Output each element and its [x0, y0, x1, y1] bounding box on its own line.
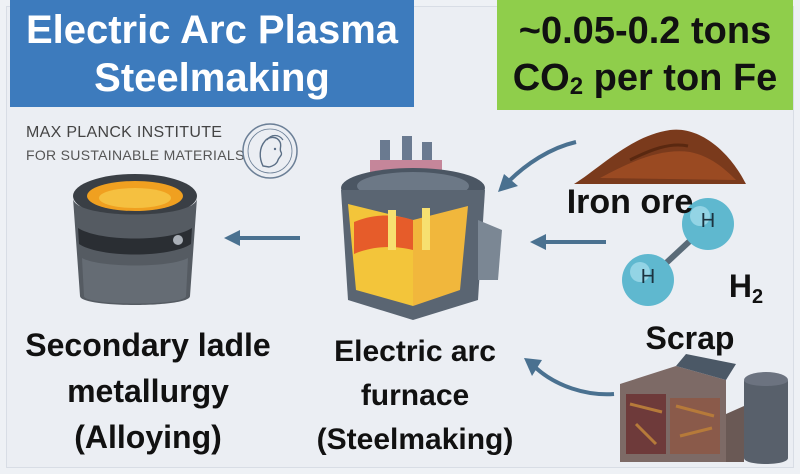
scrap-pile-illustration: [620, 354, 788, 464]
ladle-label-line-3: (Alloying): [74, 419, 222, 455]
arrow-scrap-to-furnace: [524, 358, 615, 397]
ladle-illustration: [73, 174, 197, 305]
furnace-label-line-2: furnace: [360, 379, 470, 412]
co2-main: CO: [512, 57, 570, 99]
ladle-label-line-2: metallurgy: [67, 373, 229, 409]
emissions-unit: per ton Fe: [583, 57, 778, 99]
emissions-line-1: ~0.05-0.2 tons: [518, 10, 772, 52]
hydrogen-label-main: H: [728, 268, 752, 304]
hydrogen-atom-label-bottom: H: [640, 266, 656, 288]
ladle-label: Secondary ladle metallurgy (Alloying): [8, 322, 288, 460]
arrow-iron-ore-to-furnace: [498, 140, 577, 192]
title-line-1: Electric Arc Plasma: [25, 8, 399, 52]
title-line-2: Steelmaking: [94, 56, 330, 100]
emissions-box: ~0.05-0.2 tons CO2 per ton Fe: [497, 0, 793, 110]
hydrogen-atom-label-top: H: [700, 210, 716, 232]
furnace-label-line-1: Electric arc: [334, 335, 496, 368]
ladle-label-line-1: Secondary ladle: [25, 327, 271, 363]
iron-ore-label: Iron ore: [566, 183, 694, 221]
logo-line-2: FOR SUSTAINABLE MATERIALS: [26, 147, 245, 163]
hydrogen-label: H2: [716, 268, 776, 307]
logo-line-1: MAX PLANCK INSTITUTE: [26, 124, 223, 141]
furnace-label-line-3: (Steelmaking): [316, 423, 514, 456]
emissions-line-2: CO2 per ton Fe: [497, 55, 793, 102]
hydrogen-molecule-illustration: [622, 198, 734, 306]
furnace-label: Electric arc furnace (Steelmaking): [300, 330, 530, 462]
electric-arc-furnace-illustration: [341, 136, 502, 320]
hydrogen-label-subscript: 2: [751, 286, 764, 308]
iron-ore-pile-illustration: [574, 129, 746, 184]
minerva-seal-icon: [242, 123, 298, 179]
title-box: Electric Arc Plasma Steelmaking: [10, 0, 414, 107]
arrow-hydrogen-to-furnace: [530, 234, 606, 250]
co2-subscript: 2: [569, 73, 584, 100]
institute-logo: MAX PLANCK INSTITUTE FOR SUSTAINABLE MAT…: [26, 122, 298, 179]
arrow-furnace-to-ladle: [224, 230, 300, 246]
logo-text: MAX PLANCK INSTITUTE FOR SUSTAINABLE MAT…: [26, 122, 245, 166]
scrap-label: Scrap: [645, 320, 735, 356]
